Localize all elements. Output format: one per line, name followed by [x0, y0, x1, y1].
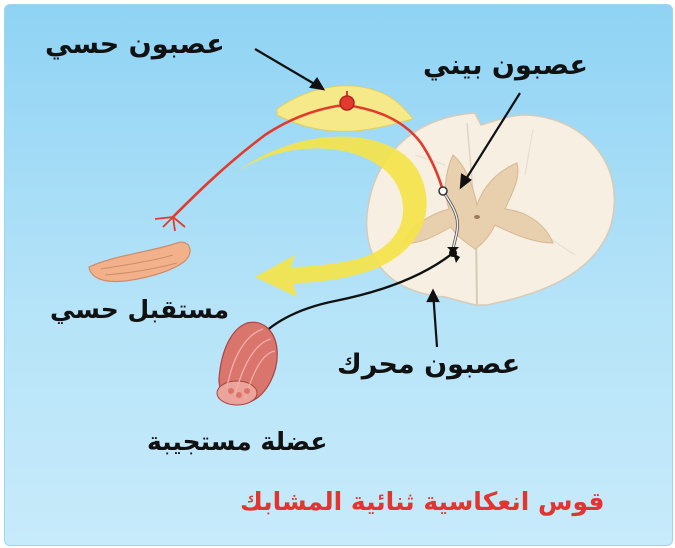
effector-muscle	[217, 322, 277, 405]
label-motor-neuron: عصبون محرك	[337, 349, 520, 380]
reflex-arc-diagram	[5, 5, 672, 545]
label-sensory-receptor: مستقبل حسي	[50, 295, 229, 324]
label-sensory-neuron: عصبون حسي	[45, 29, 225, 60]
central-canal	[474, 215, 480, 219]
diagram-caption: قوس انعكاسية ثنائية المشابك	[240, 487, 605, 516]
sensory-cell-body	[340, 96, 354, 110]
sensory-receptor-hand	[89, 242, 190, 281]
label-interneuron: عصبون بيني	[423, 50, 588, 81]
label-effector-muscle: عضلة مستجيبة	[147, 427, 328, 456]
diagram-panel: عصبون حسي عصبون بيني مستقبل حسي عصبون مح…	[4, 4, 673, 546]
